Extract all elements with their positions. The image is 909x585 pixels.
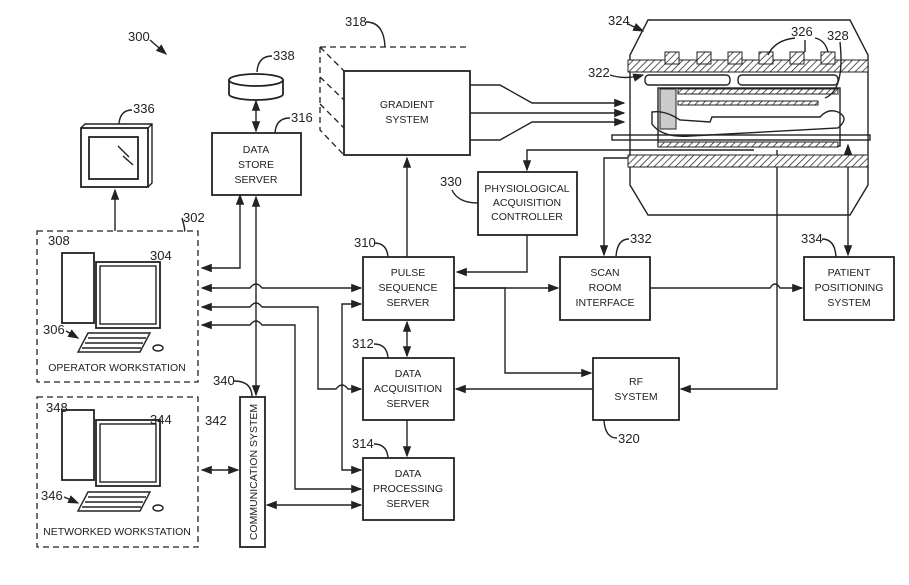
data-acquisition-label: SERVER — [387, 398, 430, 410]
data-processing-label: DATA — [395, 468, 421, 480]
data-processing-label: PROCESSING — [373, 483, 443, 495]
data-store-server-label: DATA — [243, 144, 269, 156]
pulse-sequence-server-block: PULSE SEQUENCE SERVER 310 — [354, 235, 454, 320]
physiological-acquisition-controller-block: PHYSIOLOGICAL ACQUISITION CONTROLLER 330 — [440, 172, 577, 235]
data-store-server-block: DATA STORE SERVER 316 — [212, 110, 313, 195]
display-monitor-icon: 336 — [81, 101, 155, 187]
figure-number: 300 — [128, 29, 150, 44]
ref-336: 336 — [133, 101, 155, 116]
ref-312: 312 — [352, 336, 374, 351]
ref-326: 326 — [791, 24, 813, 39]
gradient-system-label: SYSTEM — [385, 114, 428, 126]
ref-302: 302 — [183, 210, 205, 225]
data-processing-label: SERVER — [387, 498, 430, 510]
communication-system-label: COMMUNICATION SYSTEM — [248, 404, 260, 540]
ref-320: 320 — [618, 431, 640, 446]
scan-room-interface-block: SCAN ROOM INTERFACE 332 — [560, 231, 652, 320]
data-processing-server-block: DATA PROCESSING SERVER 314 — [352, 436, 454, 520]
ref-318: 318 — [345, 14, 367, 29]
connection-lines — [202, 195, 361, 505]
ref-330: 330 — [440, 174, 462, 189]
ref-308: 308 — [48, 233, 70, 248]
patient-positioning-label: PATIENT — [828, 267, 871, 279]
ref-338: 338 — [273, 48, 295, 63]
figure-arrow — [150, 40, 166, 54]
ref-340: 340 — [213, 373, 235, 388]
ref-324: 324 — [608, 13, 630, 28]
ref-314: 314 — [352, 436, 374, 451]
operator-workstation: OPERATOR WORKSTATION 302 308 304 306 — [37, 210, 205, 382]
networked-workstation-label: NETWORKED WORKSTATION — [43, 526, 191, 538]
pulse-sequence-server-label: PULSE — [391, 267, 425, 279]
scan-room-interface-label: SCAN — [590, 267, 619, 279]
communication-system-block: COMMUNICATION SYSTEM 340 — [213, 373, 265, 547]
pulse-sequence-server-label: SEQUENCE — [379, 282, 438, 294]
rf-system-label: RF — [629, 376, 643, 388]
operator-workstation-label: OPERATOR WORKSTATION — [48, 362, 185, 374]
rf-system-label: SYSTEM — [614, 391, 657, 403]
ref-334: 334 — [801, 231, 823, 246]
ref-332: 332 — [630, 231, 652, 246]
rf-system-block: RF SYSTEM 320 — [593, 358, 679, 446]
ref-316: 316 — [291, 110, 313, 125]
ref-348: 348 — [46, 400, 68, 415]
data-acquisition-label: ACQUISITION — [374, 383, 442, 395]
physiological-label: ACQUISITION — [493, 197, 561, 209]
scan-room-interface-label: ROOM — [589, 282, 622, 294]
networked-workstation: NETWORKED WORKSTATION 342 348 344 346 — [37, 397, 227, 547]
gradient-system-block: GRADIENT SYSTEM 318 — [320, 14, 624, 155]
gradient-system-label: GRADIENT — [380, 99, 435, 111]
data-acquisition-label: DATA — [395, 368, 421, 380]
database-icon: 338 — [229, 48, 295, 100]
pulse-sequence-server-label: SERVER — [387, 297, 430, 309]
scan-room-interface-label: INTERFACE — [576, 297, 635, 309]
physiological-label: PHYSIOLOGICAL — [484, 183, 569, 195]
physiological-label: CONTROLLER — [491, 211, 563, 223]
magnet-assembly: 324 322 326 328 — [588, 13, 870, 215]
ref-344: 344 — [150, 412, 172, 427]
ref-304: 304 — [150, 248, 172, 263]
patient-positioning-label: SYSTEM — [827, 297, 870, 309]
data-store-server-label: SERVER — [235, 174, 278, 186]
ref-306: 306 — [43, 322, 65, 337]
ref-310: 310 — [354, 235, 376, 250]
patient-positioning-label: POSITIONING — [815, 282, 884, 294]
ref-346: 346 — [41, 488, 63, 503]
ref-342: 342 — [205, 413, 227, 428]
data-acquisition-server-block: DATA ACQUISITION SERVER 312 — [352, 336, 454, 420]
data-store-server-label: STORE — [238, 159, 274, 171]
ref-328: 328 — [827, 28, 849, 43]
ref-322: 322 — [588, 65, 610, 80]
